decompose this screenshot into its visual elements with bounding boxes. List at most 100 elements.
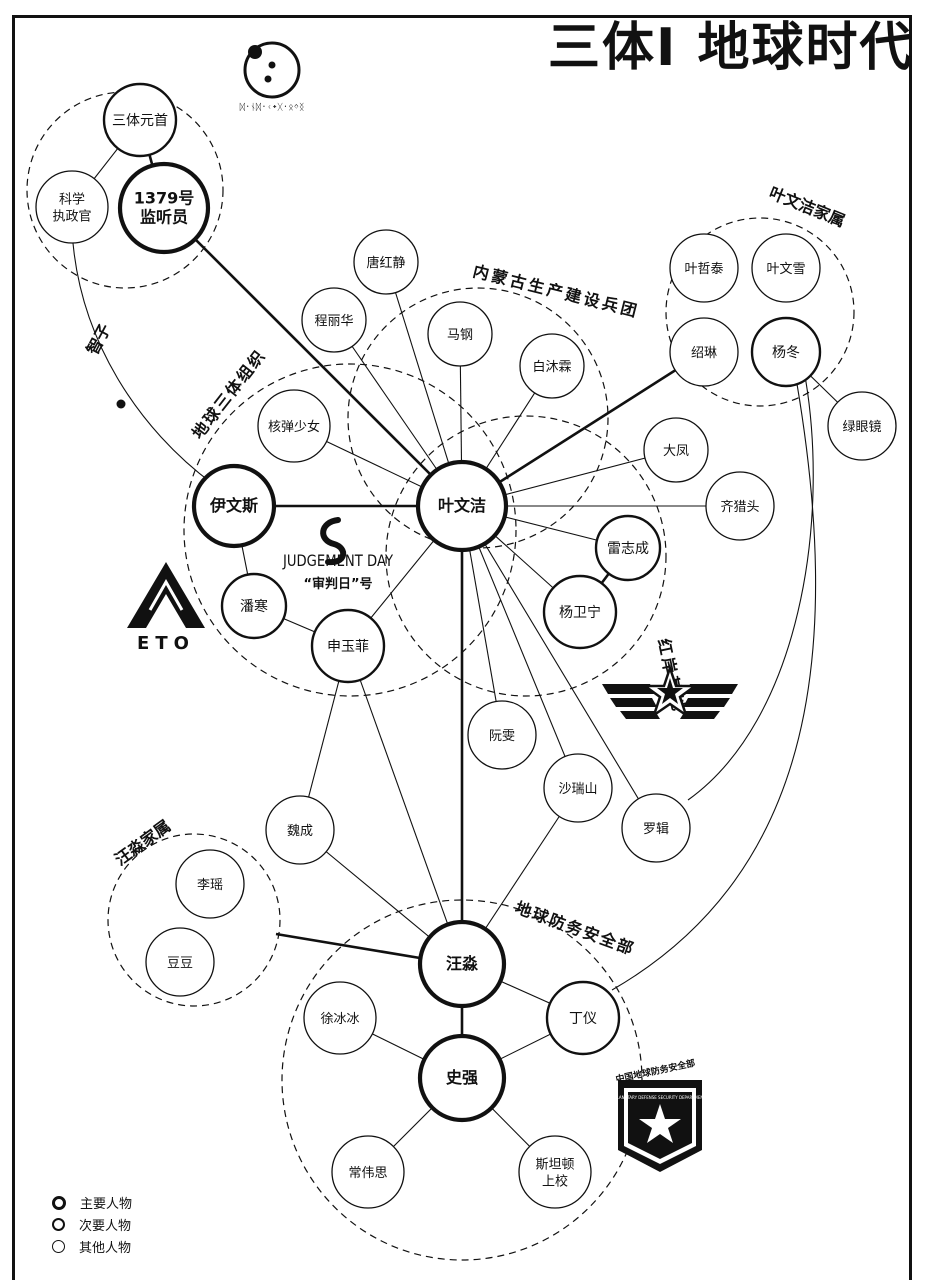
character-node: 沙瑞山 [543, 753, 613, 823]
group-label-pdc: 地球防务安全部 [513, 898, 638, 959]
character-node: 魏成 [265, 795, 335, 865]
character-node: 核弹少女 [257, 389, 331, 463]
character-name: 绍琳 [691, 346, 717, 361]
edge-yangdong-dingyi [611, 383, 817, 991]
character-circle [35, 170, 109, 244]
character-circle [257, 389, 331, 463]
character-node: 唐红静 [353, 229, 419, 295]
character-circle [303, 981, 377, 1055]
group-label-layer: 叶文洁家属内蒙古生产建设兵团地球三体组织红岸基地汪淼家属地球防务安全部智子 [83, 183, 848, 959]
character-circle [543, 753, 613, 823]
character-circle [545, 980, 621, 1056]
sophon-label: 智子 [83, 321, 115, 358]
legend-other: 其他人物 [52, 1237, 131, 1256]
group-label-mongolia: 内蒙古生产建设兵团 [471, 261, 642, 321]
character-name: 阮雯 [489, 729, 515, 744]
edge-n3-n16 [163, 207, 463, 507]
character-circle [301, 287, 367, 353]
character-node: 潘寒 [220, 572, 288, 640]
character-name: 齐猎头 [720, 499, 759, 515]
character-name: 汪淼 [446, 954, 479, 973]
character-name: 杨冬 [772, 345, 800, 361]
group-redcoast [385, 415, 667, 697]
character-circle [265, 795, 335, 865]
eto-logo: ETO [127, 562, 205, 654]
character-circle [621, 793, 691, 863]
character-node: 史强 [417, 1033, 507, 1123]
character-name: 执政官 [52, 209, 91, 225]
redcoast-logo [602, 664, 738, 719]
character-node: 豆豆 [145, 927, 215, 997]
character-name: 斯坦顿 [535, 1158, 574, 1173]
character-circle [117, 161, 211, 255]
trisolaran-script: ᛞ᛫ᚾᛞ᛫ᚲ᛭ᚷ᛫ᛟᛜᛝ [240, 102, 305, 113]
character-circle [827, 391, 897, 461]
character-node: 李瑶 [175, 849, 245, 919]
sophon-dot [116, 399, 126, 409]
character-circle [669, 233, 739, 303]
character-circle [191, 463, 277, 549]
legend-other-marker [52, 1240, 65, 1253]
character-name: 三体元首 [112, 113, 168, 129]
character-node: 齐猎头 [705, 471, 775, 541]
character-circle [220, 572, 288, 640]
character-circle [751, 233, 821, 303]
group-label-ye_family: 叶文洁家属 [767, 183, 848, 231]
character-circle [669, 317, 739, 387]
legend-secondary-marker [52, 1218, 65, 1231]
character-name: 徐冰冰 [320, 1012, 359, 1027]
character-name: 马钢 [447, 328, 473, 343]
character-circle [594, 514, 662, 582]
character-name: 叶文雪 [766, 262, 805, 277]
edge-wangmiao-family [275, 932, 421, 960]
character-node: 杨卫宁 [542, 574, 618, 650]
character-name: 雷志成 [607, 541, 649, 557]
character-circle [750, 316, 822, 388]
character-node: 雷志成 [594, 514, 662, 582]
character-name: 大凤 [663, 444, 689, 459]
character-name: 史强 [446, 1068, 478, 1087]
character-name: 叶文洁 [438, 496, 486, 515]
character-node: 大凤 [643, 417, 709, 483]
character-name: 魏成 [287, 824, 313, 839]
character-name: 科学 [59, 192, 85, 208]
character-circle [467, 700, 537, 770]
eto-logo-text: ETO [137, 633, 195, 654]
character-name: 杨卫宁 [559, 604, 601, 621]
character-node: 叶文洁 [415, 459, 509, 553]
edge-n21-n28 [347, 645, 463, 965]
character-circle [353, 229, 419, 295]
edge-sophon-curve [71, 229, 214, 485]
character-circle [417, 1033, 507, 1123]
character-name: 罗辑 [643, 822, 669, 837]
character-node: 申玉菲 [310, 608, 386, 684]
character-name: 李瑶 [197, 878, 223, 893]
edge-n16-n25 [461, 505, 657, 829]
legend-secondary: 次要人物 [52, 1215, 131, 1234]
legend-main: 主要人物 [52, 1193, 132, 1212]
character-node: 三体元首 [102, 82, 178, 158]
character-node: 徐冰冰 [303, 981, 377, 1055]
character-name: 白沐霖 [532, 359, 571, 375]
character-name: 绿眼镜 [842, 420, 881, 435]
character-circle [643, 417, 709, 483]
group-wang_family [107, 833, 281, 1007]
node-layer: 三体元首科学执政官1379号监听员唐红静程丽华马钢白沐霖叶哲泰叶文雪绍琳杨冬绿眼… [35, 82, 897, 1209]
character-circle [542, 574, 618, 650]
character-name: 1379号 [134, 189, 195, 208]
character-name: 核弹少女 [268, 419, 320, 435]
character-node: 叶文雪 [751, 233, 821, 303]
character-node: 罗辑 [621, 793, 691, 863]
character-node: 杨冬 [750, 316, 822, 388]
trisolaris-logo [243, 41, 301, 99]
edge-n16-n10 [461, 350, 705, 508]
character-node: 白沐霖 [519, 333, 585, 399]
legend-secondary-label: 次要人物 [79, 1219, 132, 1234]
group-ye_family [665, 217, 855, 407]
character-node: 绍琳 [669, 317, 739, 387]
character-name: 伊文斯 [209, 496, 258, 515]
